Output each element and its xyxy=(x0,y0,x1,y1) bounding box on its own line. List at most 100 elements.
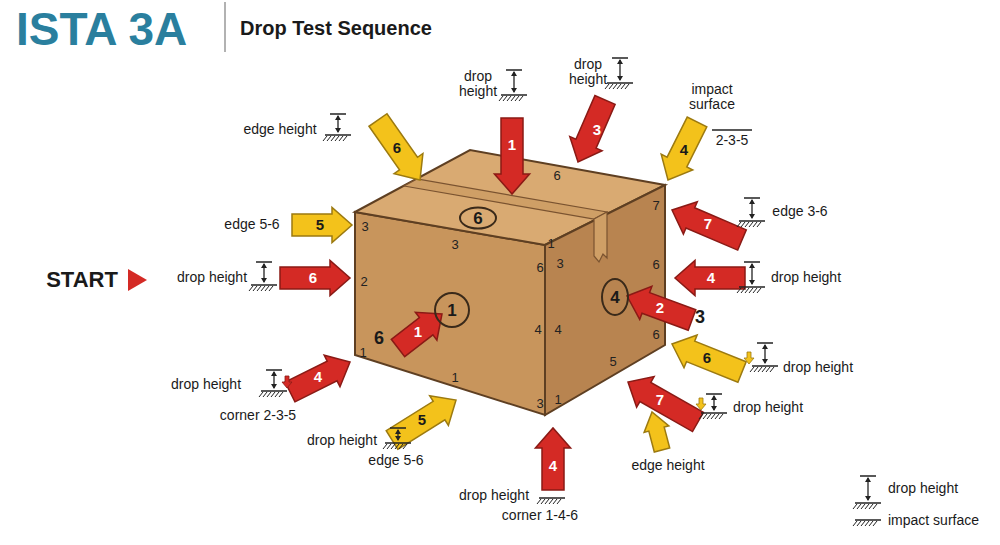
hatch-stroke xyxy=(873,504,877,509)
hatch-stroke xyxy=(715,414,719,419)
step-number: 6 xyxy=(309,270,317,287)
hatch-stroke xyxy=(758,367,762,372)
step-number: 6 xyxy=(703,350,711,367)
hatch-stroke xyxy=(737,288,741,293)
hatch-stroke xyxy=(395,444,399,449)
impact-surface-line xyxy=(385,442,411,444)
hatch-stroke xyxy=(770,367,774,372)
height-head xyxy=(271,384,277,389)
callout-label: edge 5-6 xyxy=(368,453,423,468)
drop-arrow xyxy=(494,118,529,194)
face-number: 6 xyxy=(473,210,482,227)
step-number: 7 xyxy=(656,392,664,409)
step-number: 1 xyxy=(414,324,422,341)
face-number: 3 xyxy=(556,257,563,271)
subtitle: Drop Test Sequence xyxy=(240,17,432,39)
hatch-stroke xyxy=(865,521,869,526)
hatch-stroke xyxy=(537,499,541,504)
callout-label: drop height xyxy=(171,377,241,392)
callout-label: drop height xyxy=(783,360,853,375)
drop-arrow xyxy=(672,202,746,250)
callout-label: drop height xyxy=(733,400,803,415)
hatch-stroke xyxy=(519,96,523,101)
hatch-stroke xyxy=(253,286,257,291)
hatch-stroke xyxy=(754,367,758,372)
callout-label: drop height xyxy=(459,488,529,503)
drop-arrow xyxy=(280,260,350,295)
height-head xyxy=(511,71,517,76)
callout-number: 6 xyxy=(374,329,384,349)
hatch-stroke xyxy=(507,96,511,101)
hatch-stroke xyxy=(335,136,339,141)
small-drop-arrow xyxy=(696,398,706,410)
drop-height-label: drop height xyxy=(562,57,614,86)
hatch-stroke xyxy=(861,521,865,526)
drop-arrow xyxy=(627,286,696,330)
hatch-stroke xyxy=(749,288,753,293)
impact-surface-line xyxy=(701,412,727,414)
small-drop-arrow xyxy=(744,352,754,364)
hatch-stroke xyxy=(853,521,857,526)
hatch-stroke xyxy=(331,136,335,141)
hatch-stroke xyxy=(267,392,271,397)
face-number: 6 xyxy=(536,261,543,275)
face-number: 7 xyxy=(652,199,659,213)
step-number: 1 xyxy=(508,137,516,154)
step-number: 5 xyxy=(418,412,426,429)
height-tick xyxy=(706,393,722,395)
hatch-stroke xyxy=(265,286,269,291)
legend-text: impact surface xyxy=(888,513,979,528)
height-head xyxy=(762,359,768,364)
height-head xyxy=(865,477,871,482)
impact-surface-line xyxy=(739,286,765,288)
hatch-stroke xyxy=(403,444,407,449)
hatch-stroke xyxy=(339,136,343,141)
impact-surface-line xyxy=(325,134,351,136)
hatch-stroke xyxy=(853,504,857,509)
fraction-line xyxy=(712,129,752,131)
hatch-stroke xyxy=(327,136,331,141)
hatch-stroke xyxy=(873,521,877,526)
face-number: 1 xyxy=(451,371,458,385)
hatch-stroke xyxy=(869,504,873,509)
step-number: 4 xyxy=(549,458,557,475)
drop-arrow xyxy=(391,312,442,356)
hatch-stroke xyxy=(557,499,561,504)
height-tick xyxy=(266,369,282,371)
callout-number: 3 xyxy=(695,308,705,328)
drop-arrow xyxy=(675,260,745,295)
legend-text: drop height xyxy=(888,481,958,496)
height-head xyxy=(749,199,755,204)
drop-arrow xyxy=(369,114,423,180)
impact-surface-line xyxy=(261,390,287,392)
height-tick xyxy=(506,69,522,71)
callout-label: edge height xyxy=(243,122,316,137)
small-drop-arrow xyxy=(282,376,292,388)
hatch-stroke xyxy=(857,504,861,509)
drop-arrow xyxy=(661,117,707,180)
face-number: 4 xyxy=(610,289,619,306)
height-tick xyxy=(330,113,346,115)
hatch-stroke xyxy=(737,222,741,227)
hatch-stroke xyxy=(545,499,549,504)
step-number: 3 xyxy=(593,122,601,139)
height-head xyxy=(395,429,401,434)
start-triangle xyxy=(128,269,147,291)
hatch-stroke xyxy=(766,367,770,372)
callout-label: drop height xyxy=(307,433,377,448)
title: ISTA 3A xyxy=(16,4,187,55)
impact-surface-line xyxy=(855,502,881,504)
start-label: START xyxy=(46,268,118,292)
drop-arrow xyxy=(285,355,350,402)
hatch-stroke xyxy=(549,499,553,504)
impact-surface-line xyxy=(752,365,778,367)
hatch-stroke xyxy=(249,286,253,291)
hatch-stroke xyxy=(741,222,745,227)
face-number: 3 xyxy=(451,238,458,252)
hatch-stroke xyxy=(711,414,715,419)
hatch-stroke xyxy=(503,96,507,101)
hatch-stroke xyxy=(275,392,279,397)
hatch-stroke xyxy=(515,96,519,101)
face-number: 1 xyxy=(447,302,456,319)
